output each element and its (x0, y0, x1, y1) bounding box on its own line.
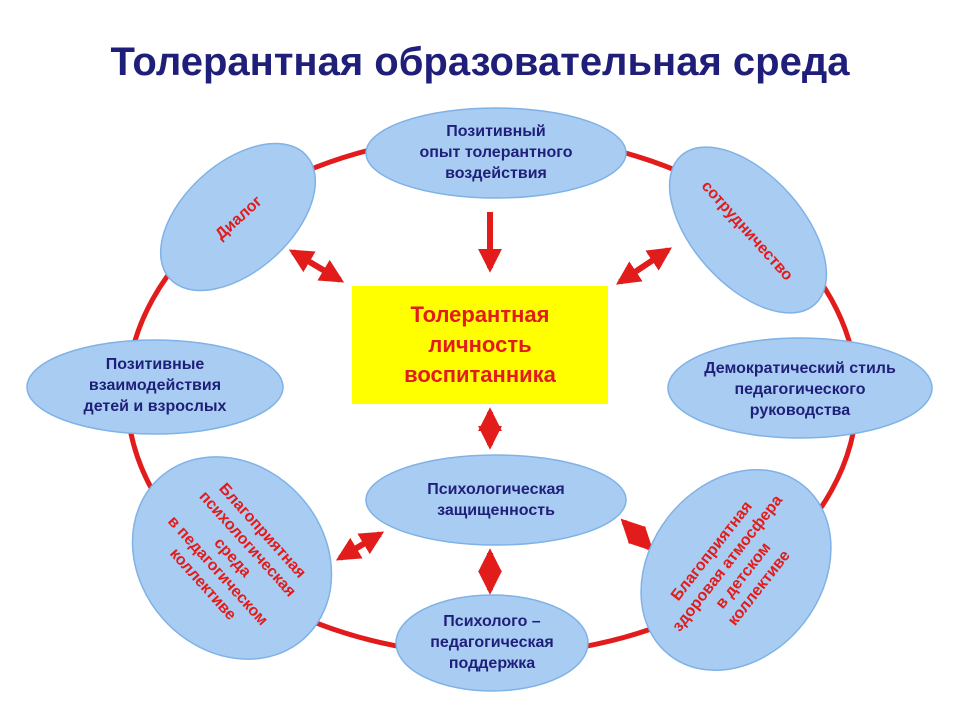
node-psych-security: Психологическая защищенность (365, 454, 627, 546)
center-box: Толерантная личность воспитанника (352, 286, 608, 404)
node-text-line: Позитивные (106, 356, 205, 373)
node-dialog: Диалог (159, 142, 317, 292)
arrow-dialog-center (288, 249, 345, 283)
arrow-cooperation-center (616, 247, 672, 285)
node-text-line: воздействия (445, 165, 547, 182)
node-healthy-atmosphere: Благоприятная здоровая атмосфера в детск… (640, 469, 832, 671)
node-text-line: Психолого – (443, 613, 541, 630)
node-positive-experience: Позитивный опыт толерантного воздействия (365, 107, 627, 199)
node-favorable-environment: Благоприятная психологическая среда в пе… (131, 456, 333, 660)
center-line-2: личность (428, 332, 531, 357)
node-text-line: руководства (750, 402, 851, 419)
node-text-line: детей и взрослых (84, 398, 227, 415)
arrow-security-favorable-env (335, 531, 385, 561)
arrows (288, 212, 672, 595)
node-cooperation: сотрудничество (668, 146, 828, 314)
arrow-security-healthy-atmosphere (620, 518, 654, 552)
node-democratic-style: Демократический стиль педагогического ру… (667, 337, 933, 439)
node-text-line: поддержка (449, 655, 535, 672)
node-text-line: Демократический стиль (704, 360, 896, 377)
page-title: Толерантная образовательная среда (110, 40, 850, 84)
node-text-line: Психологическая (427, 481, 564, 498)
center-line-1: Толерантная (411, 302, 550, 327)
node-text-line: защищенность (437, 502, 555, 519)
node-positive-interactions: Позитивные взаимодействия детей и взросл… (26, 339, 284, 435)
node-text-line: опыт толерантного (419, 144, 572, 161)
node-text-line: Позитивный (446, 123, 546, 140)
node-psych-support: Психолого – педагогическая поддержка (395, 594, 589, 692)
node-text-line: педагогическая (430, 634, 553, 651)
node-text-line: взаимодействия (89, 377, 221, 394)
center-line-3: воспитанника (404, 362, 557, 387)
node-text-line: педагогического (734, 381, 865, 398)
